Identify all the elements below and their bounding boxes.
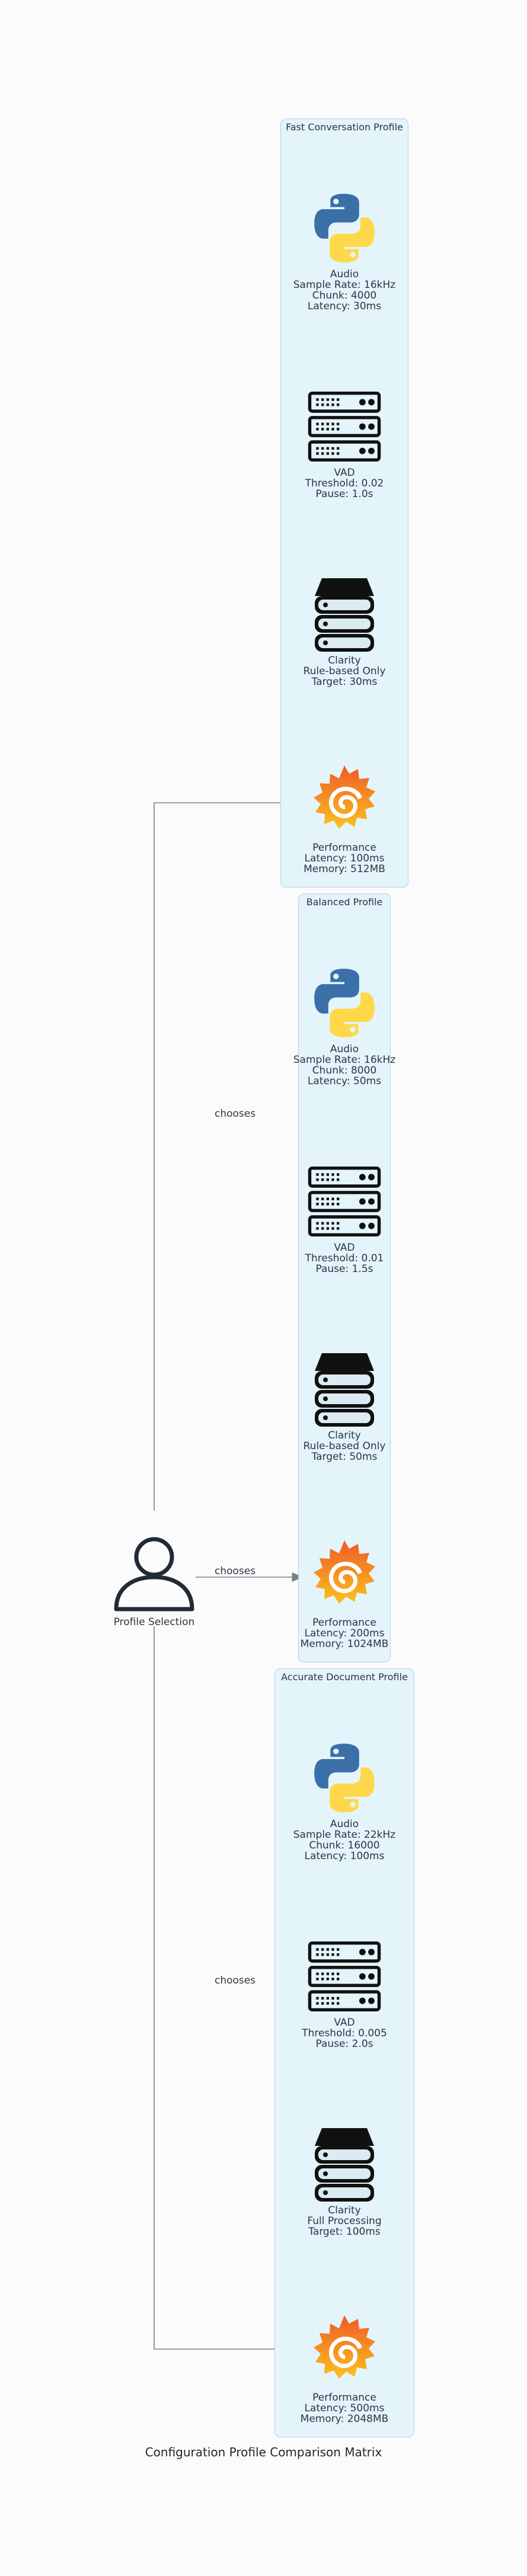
node-performance[interactable]: Performance Latency: 500ms Memory: 2048M… — [273, 2313, 416, 2424]
node-title: Audio — [330, 1818, 359, 1830]
node-title: Clarity — [328, 2205, 361, 2216]
node-detail: Latency: 100ms — [304, 853, 385, 864]
node-title: Clarity — [328, 1430, 361, 1441]
node-detail: Memory: 2048MB — [300, 2413, 389, 2425]
node-vad[interactable]: VAD Threshold: 0.005 Pause: 2.0s — [273, 1938, 416, 2049]
node-detail: Latency: 30ms — [307, 300, 382, 312]
node-detail: Target: 30ms — [311, 676, 378, 688]
edge-label-accurate: chooses — [215, 1975, 256, 1987]
node-title: VAD — [334, 2017, 355, 2029]
node-detail: Pause: 1.0s — [315, 488, 373, 500]
server-rack-icon — [306, 388, 383, 465]
cluster-title: Fast Conversation Profile — [286, 121, 403, 133]
node-audio[interactable]: Audio Sample Rate: 16kHz Chunk: 8000 Lat… — [273, 965, 416, 1087]
node-detail: Sample Rate: 16kHz — [293, 279, 396, 291]
node-detail: Target: 50ms — [311, 1451, 378, 1463]
node-performance[interactable]: Performance Latency: 200ms Memory: 1024M… — [273, 1538, 416, 1649]
python-icon — [306, 190, 383, 267]
storage-stack-icon — [306, 576, 383, 653]
node-audio[interactable]: Audio Sample Rate: 22kHz Chunk: 16000 La… — [273, 1739, 416, 1861]
edge-to-accurate-performance — [154, 1626, 304, 2354]
node-title: Performance — [312, 842, 376, 854]
cluster-title: Balanced Profile — [306, 896, 383, 908]
node-detail: Latency: 200ms — [304, 1627, 385, 1639]
node-detail: Threshold: 0.02 — [305, 478, 384, 489]
node-clarity[interactable]: Clarity Rule-based Only Target: 30ms — [273, 576, 416, 687]
node-vad[interactable]: VAD Threshold: 0.01 Pause: 1.5s — [273, 1163, 416, 1274]
edge-label-balanced: chooses — [215, 1565, 256, 1577]
node-title: Performance — [312, 1617, 376, 1629]
grafana-icon — [306, 1538, 383, 1615]
node-detail: Sample Rate: 22kHz — [293, 1829, 396, 1841]
storage-stack-icon — [306, 2126, 383, 2203]
edge-label-fast: chooses — [215, 1108, 256, 1120]
profile-selection-node[interactable]: Profile Selection — [107, 1534, 202, 1628]
node-detail: Latency: 50ms — [307, 1075, 382, 1087]
python-icon — [306, 965, 383, 1042]
node-detail: Latency: 500ms — [304, 2402, 385, 2414]
node-clarity[interactable]: Clarity Rule-based Only Target: 50ms — [273, 1351, 416, 1462]
node-performance[interactable]: Performance Latency: 100ms Memory: 512MB — [273, 763, 416, 874]
node-title: VAD — [334, 1242, 355, 1254]
node-title: Performance — [312, 2392, 376, 2404]
node-detail: Rule-based Only — [303, 665, 386, 677]
node-vad[interactable]: VAD Threshold: 0.02 Pause: 1.0s — [273, 388, 416, 499]
grafana-icon — [306, 2313, 383, 2390]
node-detail: Threshold: 0.005 — [302, 2027, 387, 2039]
server-rack-icon — [306, 1938, 383, 2015]
node-title: Clarity — [328, 655, 361, 667]
node-detail: Sample Rate: 16kHz — [293, 1054, 396, 1066]
node-detail: Threshold: 0.01 — [305, 1252, 384, 1264]
node-detail: Memory: 1024MB — [300, 1638, 389, 1650]
node-detail: Pause: 2.0s — [315, 2038, 373, 2050]
node-detail: Chunk: 16000 — [309, 1840, 380, 1851]
node-title: VAD — [334, 467, 355, 479]
node-clarity[interactable]: Clarity Full Processing Target: 100ms — [273, 2126, 416, 2237]
diagram-caption: Configuration Profile Comparison Matrix — [145, 2445, 382, 2459]
node-detail: Memory: 512MB — [304, 863, 385, 875]
profile-selection-label: Profile Selection — [113, 1616, 195, 1628]
node-detail: Pause: 1.5s — [315, 1263, 373, 1275]
node-detail: Chunk: 4000 — [312, 290, 377, 302]
node-title: Audio — [330, 1043, 359, 1055]
node-audio[interactable]: Audio Sample Rate: 16kHz Chunk: 4000 Lat… — [273, 190, 416, 312]
storage-stack-icon — [306, 1351, 383, 1428]
server-rack-icon — [306, 1163, 383, 1240]
node-title: Audio — [330, 268, 359, 280]
edge-to-fast-performance — [154, 798, 304, 1511]
node-detail: Rule-based Only — [303, 1440, 386, 1452]
node-detail: Latency: 100ms — [304, 1850, 385, 1862]
node-detail: Chunk: 8000 — [312, 1065, 377, 1076]
cluster-title: Accurate Document Profile — [281, 1671, 408, 1683]
node-detail: Target: 100ms — [308, 2226, 381, 2238]
python-icon — [306, 1739, 383, 1816]
grafana-icon — [306, 763, 383, 840]
user-icon — [113, 1534, 196, 1611]
node-detail: Full Processing — [307, 2215, 382, 2227]
